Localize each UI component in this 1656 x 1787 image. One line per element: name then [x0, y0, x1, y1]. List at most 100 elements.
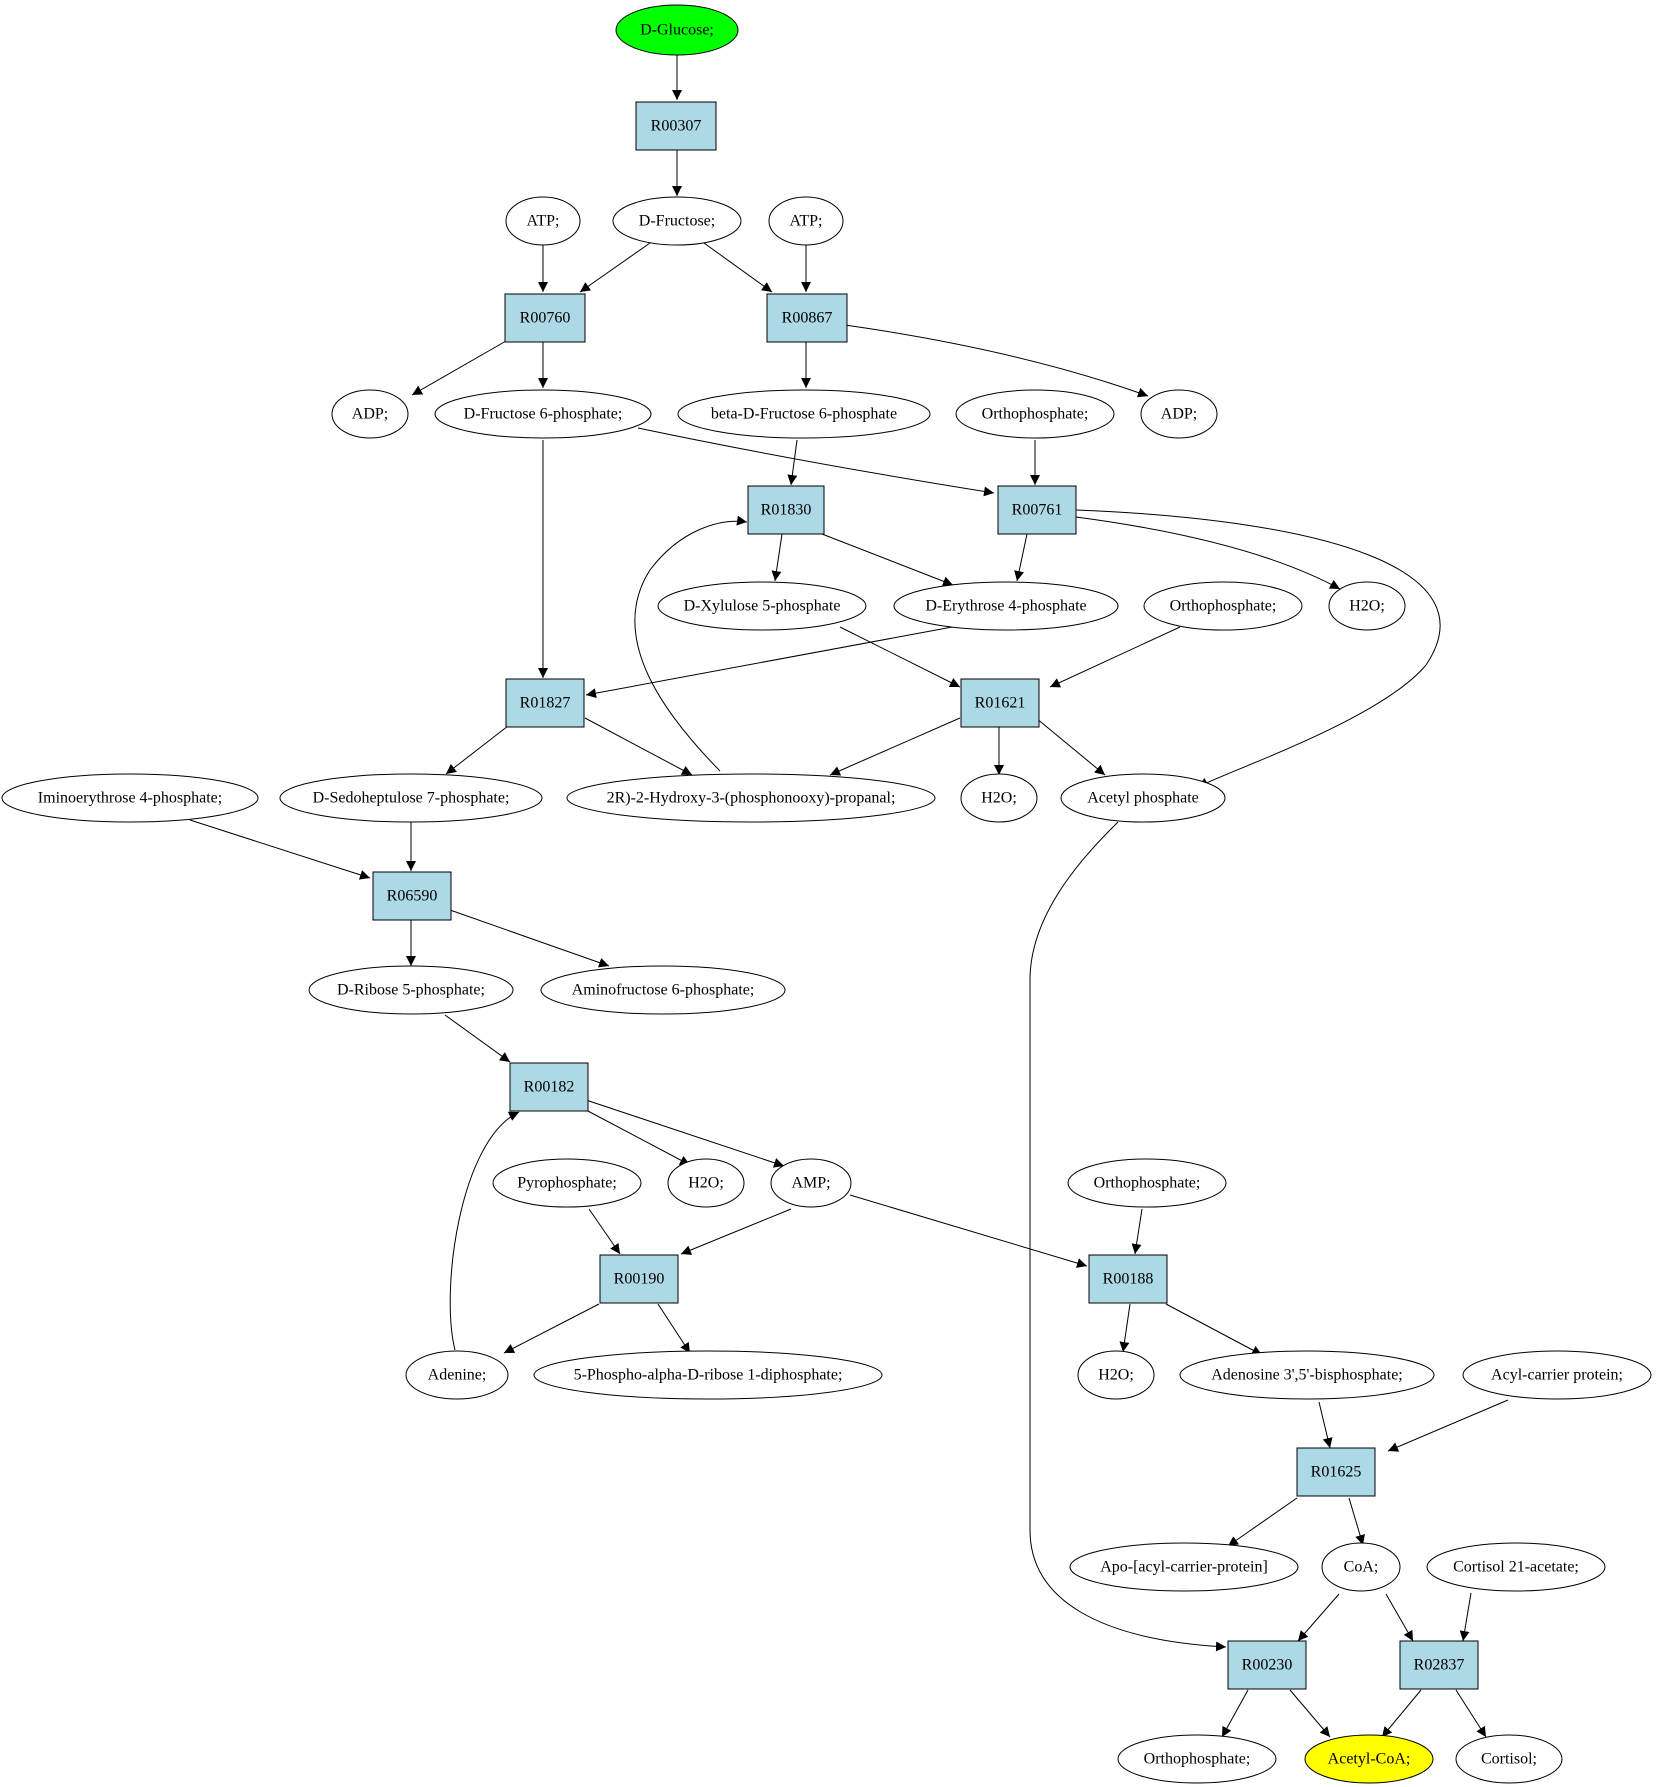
compound-adp[interactable]: ADP; [331, 389, 409, 439]
edge [637, 427, 995, 497]
reaction-box [505, 678, 585, 728]
compound-acetyl-phosphate[interactable]: Acetyl phosphate [1060, 773, 1226, 823]
compound-cortisol-21-acetate[interactable]: Cortisol 21-acetate; [1426, 1542, 1606, 1592]
reaction-r00230[interactable]: R00230 [1227, 1640, 1307, 1690]
compound-label: H2O; [1349, 598, 1385, 615]
reaction-box [766, 293, 848, 343]
reaction-r06590[interactable]: R06590 [372, 871, 452, 921]
compound-label: D-Fructose 6-phosphate; [464, 406, 623, 423]
compound-h2o[interactable]: H2O; [960, 773, 1038, 823]
edge [1385, 1593, 1414, 1642]
reaction-label: R01827 [520, 695, 571, 712]
edge [844, 324, 1149, 398]
compound-orthophosphate[interactable]: Orthophosphate; [1117, 1734, 1277, 1784]
compound-acyl-carrier-protein[interactable]: Acyl-carrier protein; [1462, 1350, 1652, 1400]
reaction-box [960, 678, 1040, 728]
edge [1119, 1303, 1131, 1353]
edge [445, 725, 509, 775]
compound-adp[interactable]: ADP; [1140, 389, 1218, 439]
reaction-r00761[interactable]: R00761 [997, 485, 1077, 535]
compound-prpp[interactable]: 5-Phospho-alpha-D-ribose 1-diphosphate; [533, 1350, 883, 1400]
compound-glucose[interactable]: D-Glucose; [615, 4, 739, 56]
reaction-label: R01625 [1311, 1464, 1362, 1481]
edge [703, 242, 773, 293]
compound-sedoheptulose-7-phosphate[interactable]: D-Sedoheptulose 7-phosphate; [279, 773, 543, 823]
compound-shape [1140, 389, 1218, 439]
reaction-r00188[interactable]: R00188 [1088, 1254, 1168, 1304]
compound-h2o[interactable]: H2O; [667, 1158, 745, 1208]
compound-erythrose-4-phosphate[interactable]: D-Erythrose 4-phosphate [893, 581, 1119, 631]
reaction-r00190[interactable]: R00190 [599, 1254, 679, 1304]
compound-h2o[interactable]: H2O; [1077, 1350, 1155, 1400]
compound-shape [434, 389, 652, 439]
edge [1227, 1497, 1298, 1547]
compound-label: Pyrophosphate; [517, 1175, 617, 1192]
compound-label: ATP; [790, 213, 823, 230]
compound-orthophosphate[interactable]: Orthophosphate; [955, 389, 1115, 439]
edge [771, 533, 783, 582]
compound-shape [960, 773, 1038, 823]
compound-shape [331, 389, 409, 439]
edge [1075, 509, 1441, 788]
edge [411, 340, 507, 396]
reaction-label: R00188 [1103, 1271, 1154, 1288]
reaction-r00867[interactable]: R00867 [766, 293, 848, 343]
compound-aminofructose-6-phosphate[interactable]: Aminofructose 6-phosphate; [540, 965, 786, 1015]
compound-glyceraldehyde-3-phosphate[interactable]: 2R)-2-Hydroxy-3-(phosphonooxy)-propanal; [566, 773, 936, 823]
compound-pyrophosphate[interactable]: Pyrophosphate; [492, 1158, 642, 1208]
compound-shape [1067, 1158, 1227, 1208]
compound-ribose-5-phosphate[interactable]: D-Ribose 5-phosphate; [308, 965, 514, 1015]
edge [787, 439, 798, 486]
edge [1318, 1401, 1333, 1449]
edge [829, 717, 961, 776]
compound-apo-acyl-carrier-protein[interactable]: Apo-[acyl-carrier-protein] [1069, 1542, 1299, 1592]
compound-adenine[interactable]: Adenine; [405, 1350, 509, 1400]
compound-shape [533, 1350, 883, 1400]
reaction-r01827[interactable]: R01827 [505, 678, 585, 728]
compound-shape [667, 1158, 745, 1208]
compound-shape [1462, 1350, 1652, 1400]
compound-beta-fructose-6-phosphate[interactable]: beta-D-Fructose 6-phosphate [677, 389, 931, 439]
compound-xylulose-5-phosphate[interactable]: D-Xylulose 5-phosphate [657, 581, 867, 631]
edge [1381, 1689, 1422, 1738]
compound-amp[interactable]: AMP; [770, 1158, 852, 1208]
edge [584, 717, 693, 776]
edges [189, 55, 1509, 1738]
reaction-r00182[interactable]: R00182 [509, 1062, 589, 1112]
edge [585, 1109, 691, 1166]
compound-iminoerythrose-4-phosphate[interactable]: Iminoerythrose 4-phosphate; [1, 773, 259, 823]
compound-label: Adenine; [428, 1367, 487, 1384]
reaction-r01625[interactable]: R01625 [1296, 1447, 1376, 1497]
reaction-r01830[interactable]: R01830 [747, 485, 825, 535]
compound-label: D-Erythrose 4-phosphate [925, 598, 1086, 615]
reaction-r02837[interactable]: R02837 [1399, 1640, 1479, 1690]
compound-acetyl-coa[interactable]: Acetyl-CoA; [1304, 1734, 1434, 1784]
edge [1348, 1497, 1365, 1546]
compound-cortisol[interactable]: Cortisol; [1455, 1734, 1563, 1784]
compound-shape [279, 773, 543, 823]
reaction-r00760[interactable]: R00760 [504, 293, 586, 343]
compound-shape [1321, 1542, 1401, 1592]
compound-fructose[interactable]: D-Fructose; [612, 196, 742, 246]
compounds: D-Glucose; ATP; D-Fructose; ATP; ADP; D-… [1, 4, 1652, 1784]
compound-fructose-6-phosphate[interactable]: D-Fructose 6-phosphate; [434, 389, 652, 439]
edge [657, 1303, 691, 1354]
reaction-r00307[interactable]: R00307 [635, 101, 717, 151]
reaction-label: R06590 [387, 888, 438, 905]
compound-label: Adenosine 3',5'-bisphosphate; [1211, 1367, 1403, 1384]
compound-atp[interactable]: ATP; [768, 196, 844, 246]
compound-h2o[interactable]: H2O; [1328, 581, 1406, 631]
compound-adenosine-bisphosphate[interactable]: Adenosine 3',5'-bisphosphate; [1179, 1350, 1435, 1400]
compound-shape [1426, 1542, 1606, 1592]
compound-orthophosphate[interactable]: Orthophosphate; [1143, 581, 1303, 631]
compound-label: AMP; [791, 1175, 830, 1192]
reaction-r01621[interactable]: R01621 [960, 678, 1040, 728]
compound-orthophosphate[interactable]: Orthophosphate; [1067, 1158, 1227, 1208]
reaction-box [509, 1062, 589, 1112]
edge [680, 1208, 792, 1255]
start-node [615, 4, 739, 56]
compound-atp[interactable]: ATP; [505, 196, 581, 246]
compound-coa[interactable]: CoA; [1321, 1542, 1401, 1592]
edge [1035, 717, 1106, 776]
